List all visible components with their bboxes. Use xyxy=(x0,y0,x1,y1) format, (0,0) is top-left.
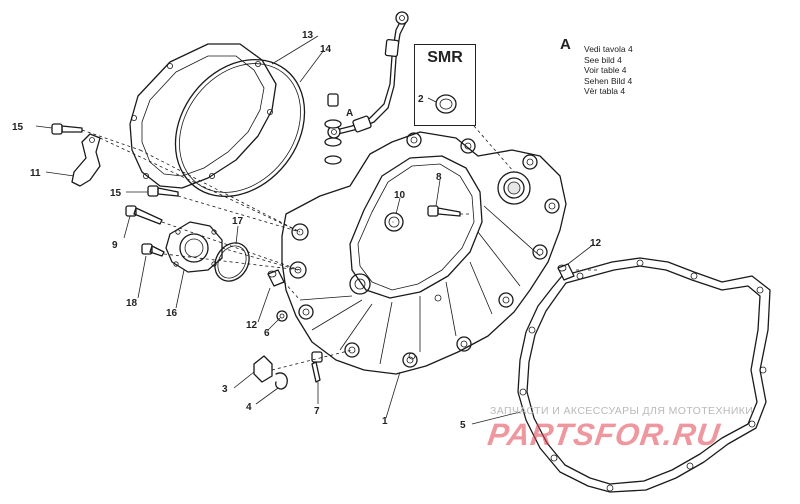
reference-note-line: Voir table 4 xyxy=(584,65,633,76)
watermark-logo: PARTSFOR.RU xyxy=(485,417,722,453)
callout-12-left: 12 xyxy=(246,320,258,331)
plug-3 xyxy=(254,356,272,382)
callout-14: 14 xyxy=(320,44,332,55)
callout-1: 1 xyxy=(382,416,388,427)
callout-6: 6 xyxy=(264,328,270,339)
callout-4: 4 xyxy=(246,402,252,413)
o-ring-14 xyxy=(149,34,332,222)
callout-3: 3 xyxy=(222,384,228,395)
callout-9: 9 xyxy=(112,240,118,251)
gasket-5 xyxy=(518,258,770,492)
reference-note-line: Vèr tabla 4 xyxy=(584,86,633,97)
reference-note: Vedi tavola 4 See bild 4 Voir table 4 Se… xyxy=(584,44,633,97)
callout-15-upper: 15 xyxy=(12,122,24,133)
flange-plate-16 xyxy=(166,222,222,272)
callout-8: 8 xyxy=(436,172,442,183)
reference-note-line: Sehen Bild 4 xyxy=(584,76,633,87)
callout-18: 18 xyxy=(126,298,138,309)
engine-side-case-1 xyxy=(282,132,566,374)
reference-note-line: Vedi tavola 4 xyxy=(584,44,633,55)
bolt-18 xyxy=(142,244,164,256)
callout-13: 13 xyxy=(302,30,314,41)
reference-note-line: See bild 4 xyxy=(584,55,633,66)
ref-marker-a-small: A xyxy=(346,108,353,119)
bolt-7 xyxy=(312,352,322,382)
callout-10: 10 xyxy=(394,190,406,201)
ref-marker-a-large: A xyxy=(560,36,571,53)
callout-15-lower: 15 xyxy=(110,188,122,199)
bolt-9 xyxy=(126,206,162,224)
callout-7: 7 xyxy=(314,406,320,417)
clutch-cover-13 xyxy=(130,44,276,188)
bolt-15-upper xyxy=(52,124,82,134)
clip-4 xyxy=(276,373,288,389)
callout-16: 16 xyxy=(166,308,178,319)
callout-11: 11 xyxy=(30,168,41,179)
dowel-12-left xyxy=(268,270,284,286)
watermark-tagline: ЗАПЧАСТИ И АКСЕССУАРЫ ДЛЯ МОТОТЕХНИКИ xyxy=(490,405,753,417)
callout-12-right: 12 xyxy=(590,238,602,249)
callout-5: 5 xyxy=(460,420,466,431)
callout-17: 17 xyxy=(232,216,244,227)
smr-title: SMR xyxy=(415,49,475,67)
bracket-11 xyxy=(72,134,100,186)
smr-inset-box: SMR xyxy=(414,44,476,126)
